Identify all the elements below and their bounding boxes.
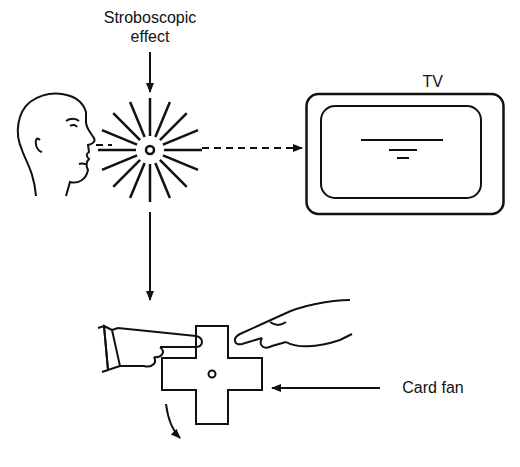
tv-set: TV (305, 72, 505, 216)
screen-line (397, 157, 409, 159)
screen-line (361, 139, 443, 141)
left-hand (98, 326, 202, 372)
rotation-arrow (166, 404, 180, 438)
face-profile (18, 94, 95, 196)
strobe-disc (98, 98, 202, 202)
callout-arrow (149, 52, 151, 92)
flow-arrow (149, 212, 151, 300)
disc-spoke (149, 98, 152, 136)
tv-label: TV (423, 72, 443, 91)
disc-spoke (98, 149, 136, 152)
part-label: Card fan (388, 378, 478, 397)
sight-line (96, 144, 112, 146)
card-fan-cross (162, 326, 262, 424)
disc-spoke (164, 149, 202, 152)
callout-label: Stroboscopic effect (95, 8, 205, 46)
disc-spoke (130, 102, 145, 137)
tv-screen (321, 106, 481, 198)
disc-spoke (155, 163, 170, 198)
disc-spoke (149, 164, 152, 202)
tv-cabinet (307, 94, 504, 214)
disc-spoke (102, 155, 137, 170)
callout-arrow (272, 387, 380, 389)
tv-outline (305, 72, 505, 216)
pivot (209, 371, 216, 378)
disc-spoke (163, 130, 198, 145)
screen-line (389, 149, 417, 151)
sight-arrow (202, 147, 302, 149)
right-hand (235, 300, 352, 348)
